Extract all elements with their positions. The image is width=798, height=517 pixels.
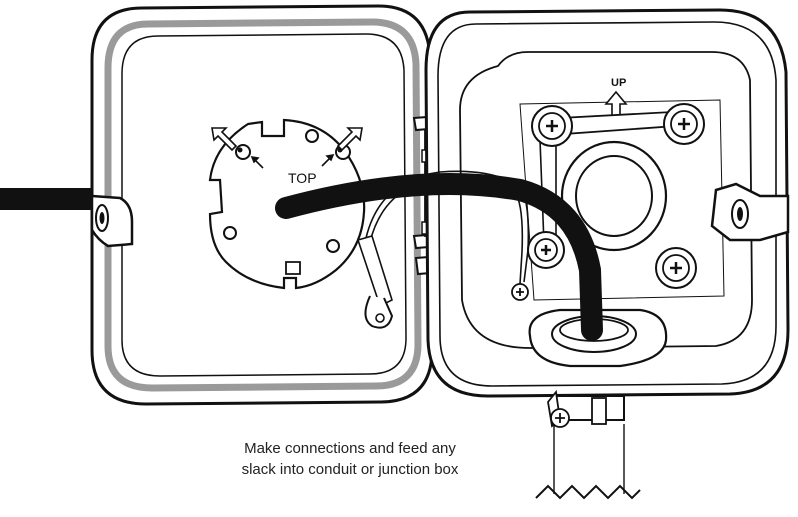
- instruction-caption: Make connections and feed any slack into…: [195, 438, 505, 480]
- conduit: [535, 389, 641, 500]
- top-label: TOP: [288, 170, 317, 186]
- caption-line-1: Make connections and feed any: [244, 440, 456, 457]
- cover-gasket: [104, 18, 422, 392]
- center-knockout: [560, 140, 668, 252]
- tether-cord: [356, 170, 530, 329]
- base-screws: [511, 103, 705, 301]
- main-cable: [275, 173, 603, 341]
- caption-line-2: slack into conduit or junction box: [241, 461, 459, 478]
- small-arrow-icons: [250, 153, 335, 169]
- plate-screws: [223, 129, 351, 253]
- up-label: UP: [611, 77, 626, 89]
- left-cable: [0, 188, 102, 210]
- base-latch: [710, 182, 790, 242]
- cover-latch: [90, 194, 134, 248]
- arrow-icons: [211, 127, 363, 152]
